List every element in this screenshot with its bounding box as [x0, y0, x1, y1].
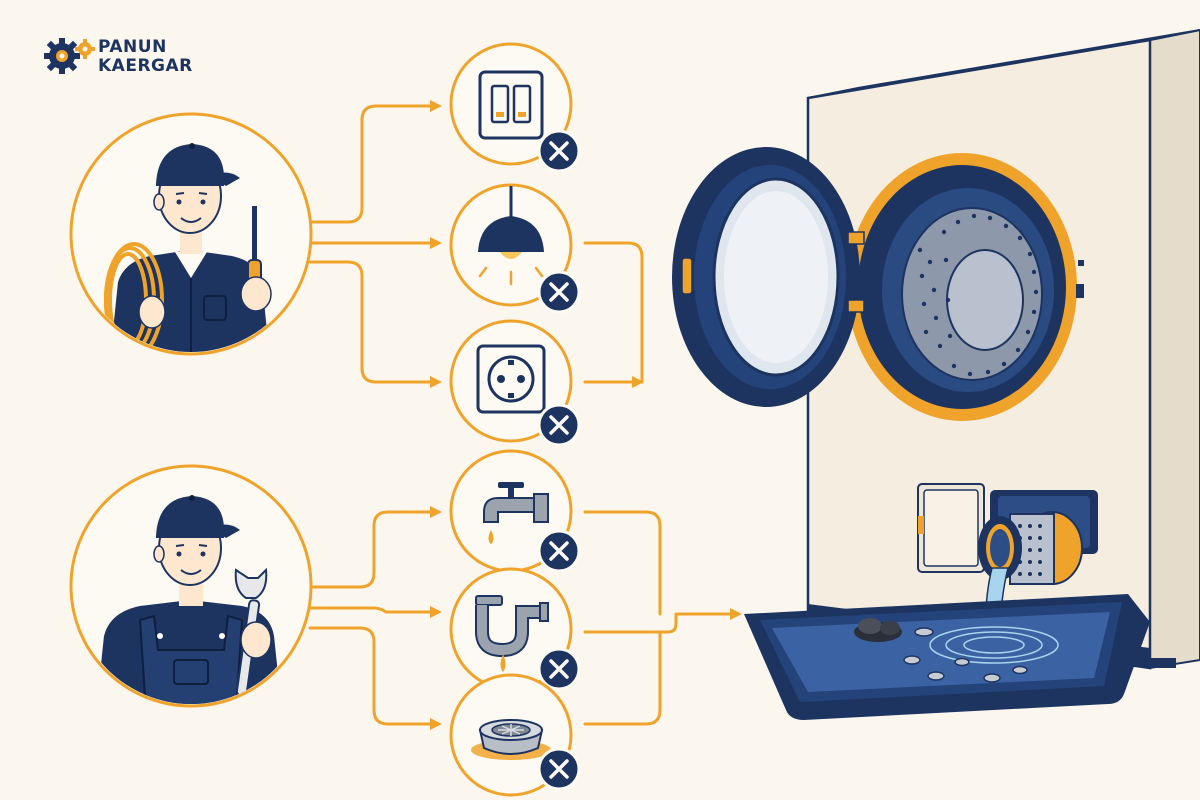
brand-wordmark: PANUN KAERGAR	[98, 38, 193, 76]
gear-small-icon	[75, 39, 95, 59]
pendant-lamp-icon	[478, 186, 544, 286]
leaking-faucet-icon	[483, 482, 549, 544]
drain-tray-icon	[744, 594, 1150, 720]
check-wall-socket	[449, 319, 581, 447]
check-light-switch	[449, 42, 581, 173]
brand-line-1: PANUN	[98, 37, 167, 57]
brand-logo-icon	[44, 38, 95, 74]
ruled-out-icon	[537, 129, 581, 173]
connector-lines	[308, 104, 732, 726]
drain-pump-filter-icon	[978, 511, 1083, 585]
drum-opening	[847, 153, 1084, 421]
check-pendant-lamp	[449, 183, 581, 314]
coins	[903, 627, 1028, 683]
brand-line-2: KAERGAR	[98, 56, 193, 76]
front-load-washing-machine-icon	[672, 28, 1200, 670]
ruled-out-icon	[537, 647, 581, 691]
arrowheads	[430, 100, 742, 730]
wall-socket-icon	[476, 344, 546, 414]
electrician-technician	[69, 112, 313, 356]
check-leaking-faucet	[449, 449, 581, 573]
lint-debris	[854, 618, 902, 642]
light-switch-icon	[478, 70, 544, 140]
machine-door	[672, 147, 865, 407]
ruled-out-icon	[537, 270, 581, 314]
gear-icon	[44, 38, 80, 74]
check-leaking-pipe	[449, 567, 581, 691]
drum-icon	[901, 207, 1043, 381]
floor-drain-icon	[471, 719, 551, 760]
ruled-out-icon	[537, 747, 581, 791]
plumber-technician	[69, 464, 313, 708]
ruled-out-icon	[537, 529, 581, 573]
check-floor-drain	[449, 673, 581, 797]
ruled-out-icon	[537, 403, 581, 447]
leaking-pipe-icon	[475, 595, 549, 672]
